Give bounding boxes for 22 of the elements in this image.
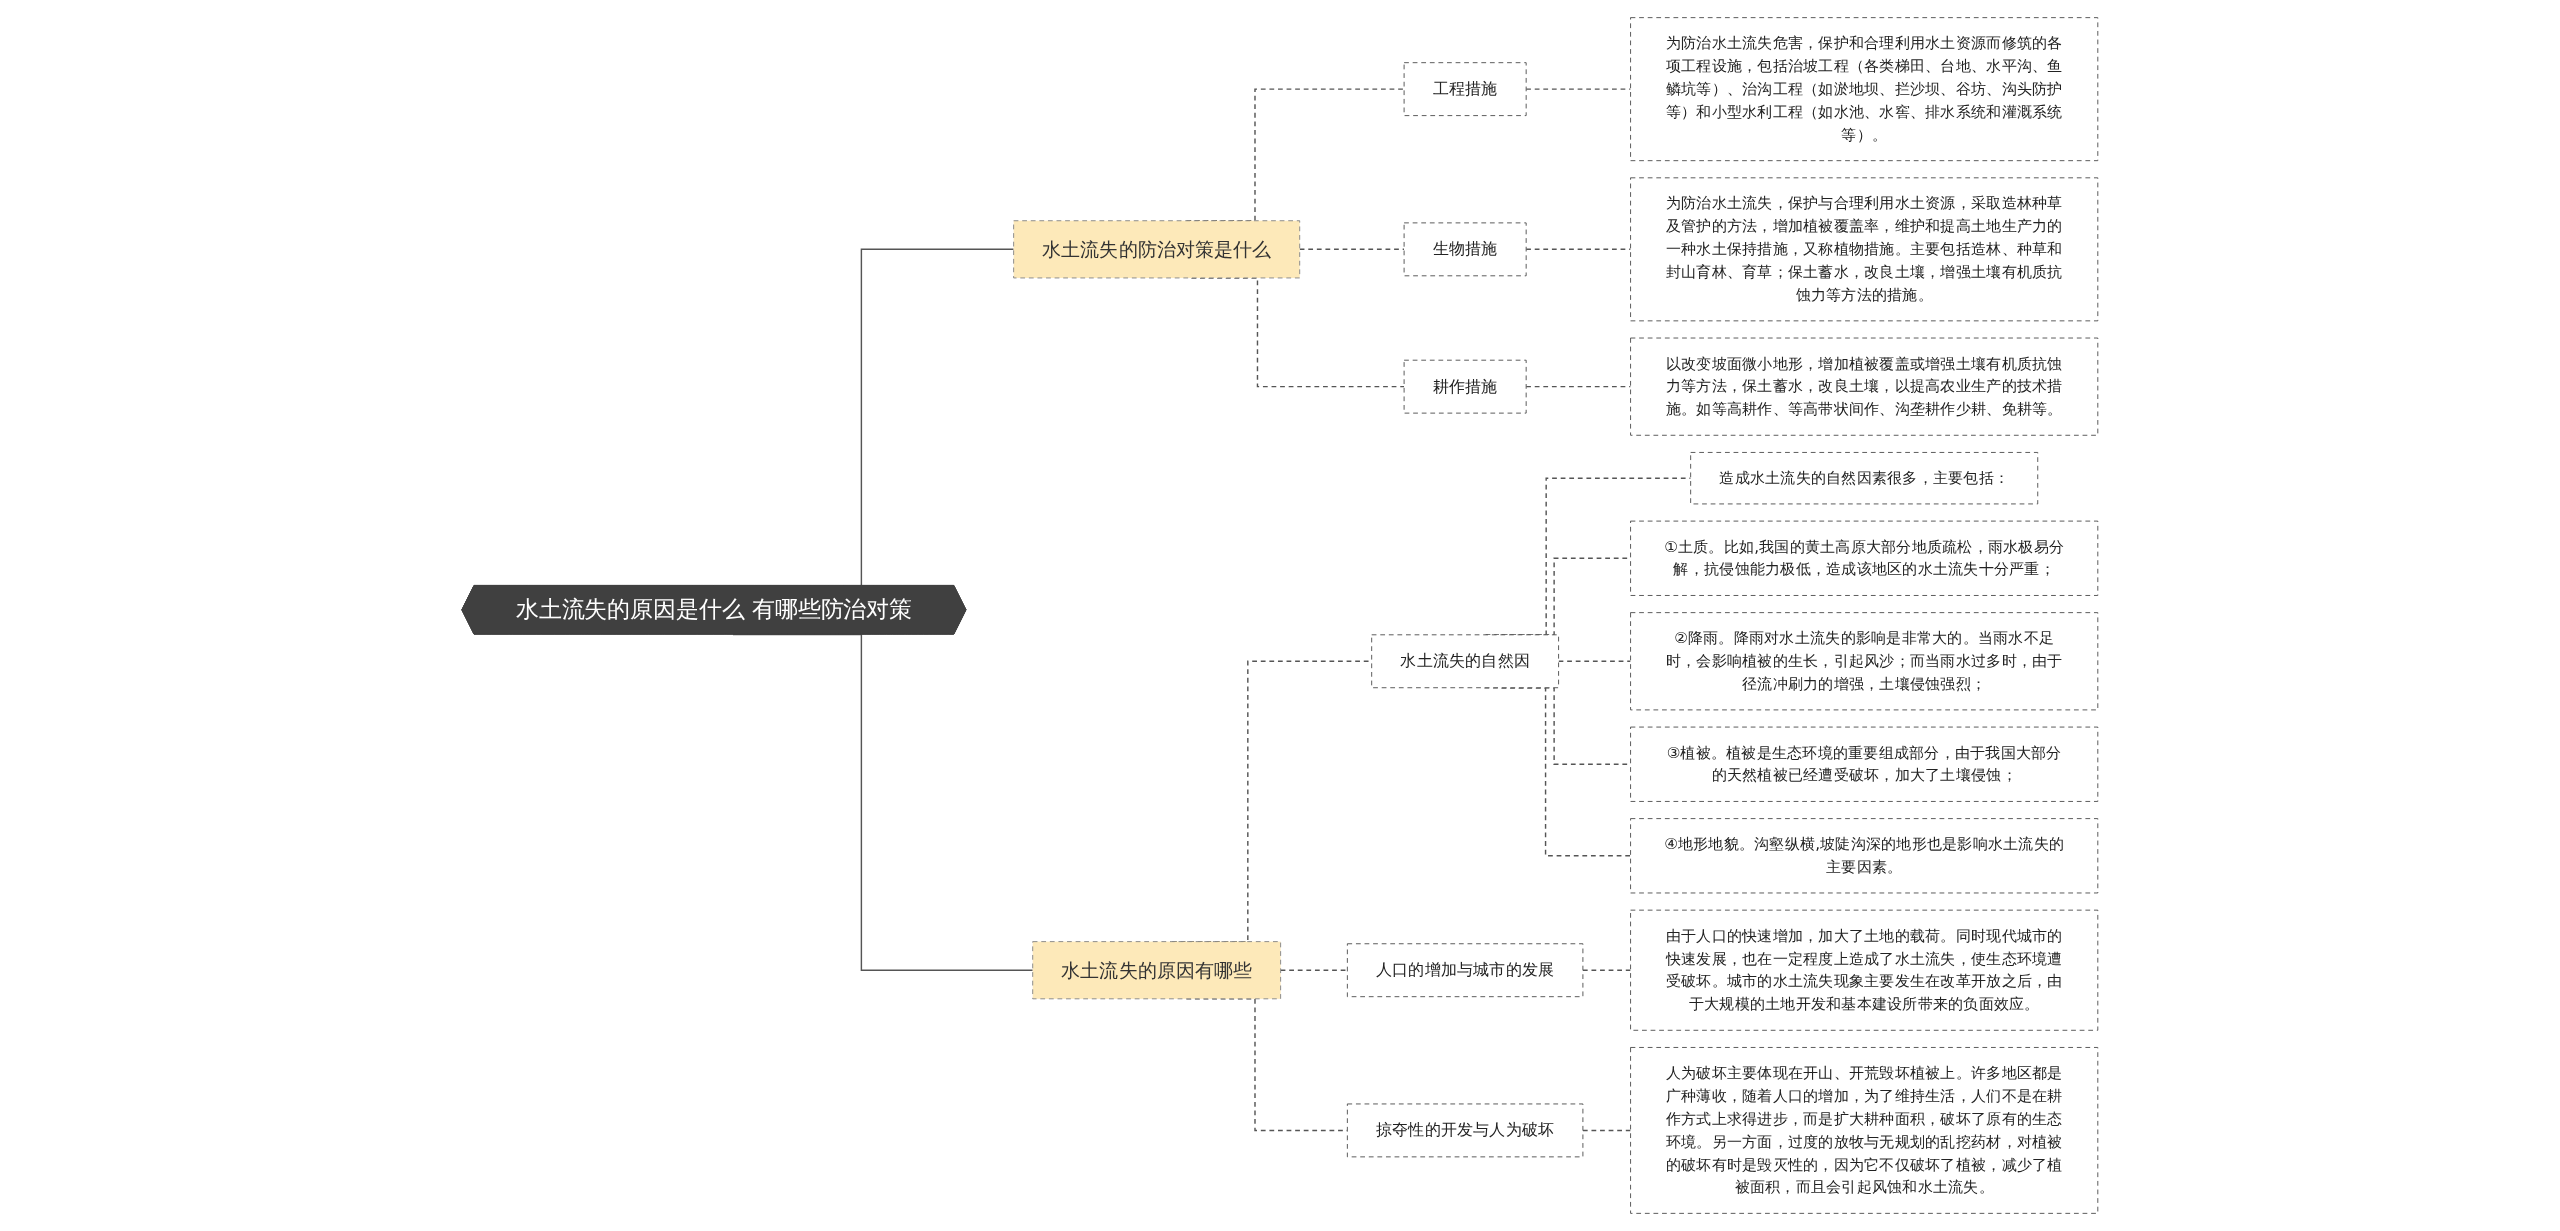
node-box: 生物措施	[1403, 222, 1527, 277]
node-box: 掠夺性的开发与人为破坏	[1347, 1103, 1584, 1158]
node-box: 由于人口的快速增加，加大了土地的载荷。同时现代城市的快速发展，也在一定程度上造成了水土流失，使生态环境遭受破坏。城市的水土流失现象主要发生在改革开放之后，由于大规模的土地开发和基本建设所带来的负面效应。	[1630, 909, 2099, 1031]
connector	[1299, 248, 1405, 251]
node-box: 为防治水土流失危害，保护和合理利用水土资源而修筑的各项工程设施，包括治坡工程（各类梯田、台地、水平沟、鱼鳞坑等）、治沟工程（如淤地坝、拦沙坝、谷坊、沟头防护等）和小型水利工程（如水池、水窖、排水系统和灌溉系统等）。	[1630, 17, 2099, 162]
node-box: ②降雨。降雨对水土流失的影响是非常大的。当雨水不足时，会影响植被的生长，引起风沙；而当雨水过多时，由于径流冲刷力的增强，土壤侵蚀强烈；	[1630, 612, 2099, 711]
node-box: 工程措施	[1403, 62, 1527, 117]
node-box: 水土流失的自然因	[1371, 634, 1560, 689]
node-box: 耕作措施	[1403, 359, 1527, 414]
node-box: 造成水土流失的自然因素很多，主要包括：	[1690, 451, 2039, 505]
node-box: 水土流失的防治对策是什么	[1013, 220, 1301, 279]
connector	[1558, 660, 1632, 662]
connector	[1582, 969, 1632, 971]
node-box: 人为破坏主要体现在开山、开荒毁坏植被上。许多地区都是广种薄收，随着人口的增加，为了维持生活，人们不是在耕作方式上求得进步，而是扩大耕种面积，破坏了原有的生态环境。另一方面，过度的放牧与无规划的乱挖药材，对植被的破坏有时是毁灭性的，因为它不仅破坏了植被，减少了植被面积，而且会引起风蚀和水土流失。	[1630, 1047, 2099, 1214]
node-box: 以改变坡面微小地形，增加植被覆盖或增强土壤有机质抗蚀力等方法，保土蓄水，改良土壤，以提高农业生产的技术措施。如等高耕作、等高带状间作、沟垄耕作少耕、免耕等。	[1630, 337, 2099, 436]
node-box: 人口的增加与城市的发展	[1347, 943, 1584, 998]
connector	[1582, 1129, 1632, 1132]
node-box: 为防治水土流失，保护与合理利用水土资源，采取造林种草及管护的方法，增加植被覆盖率，维护和提高土地生产力的一种水土保持措施，又称植物措施。主要包括造林、种草和封山育林、育草；保土蓄水，改良土壤，增强土壤有机质抗蚀力等方法的措施。	[1630, 177, 2099, 322]
node-box: 水土流失的原因有哪些	[1032, 941, 1282, 1000]
node-box: ③植被。植被是生态环境的重要组成部分，由于我国大部分的天然植被已经遭受破坏，加大了土壤侵蚀；	[1630, 726, 2099, 802]
node-box: ④地形地貌。沟壑纵横,坡陡沟深的地形也是影响水土流失的主要因素。	[1630, 818, 2099, 894]
node-box: ①土质。比如,我国的黄土高原大部分地质疏松，雨水极易分解，抗侵蚀能力极低，造成该地区的水土流失十分严重；	[1630, 520, 2099, 596]
